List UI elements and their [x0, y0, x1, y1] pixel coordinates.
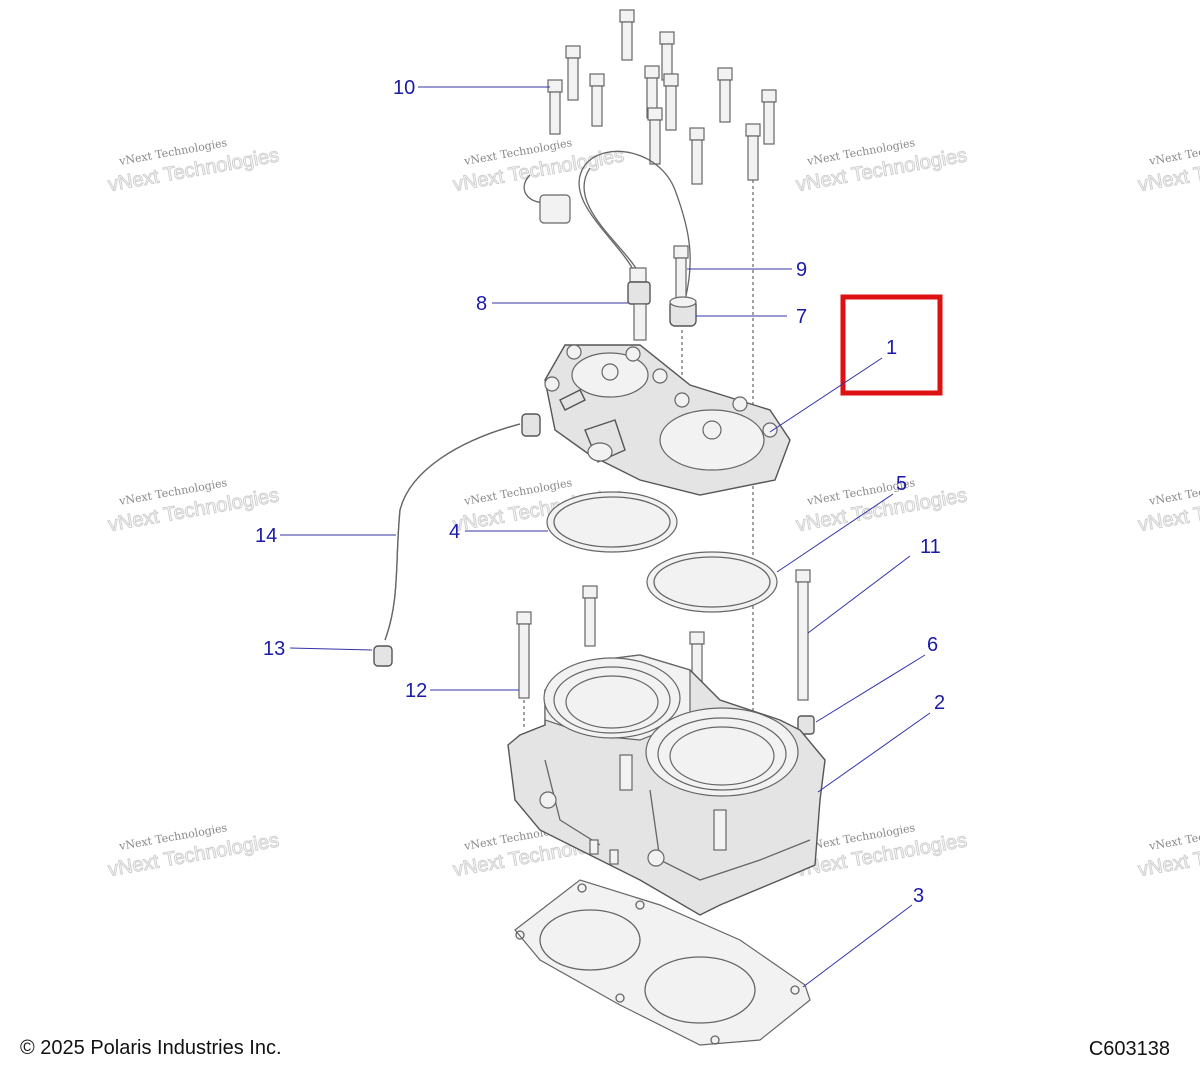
head-bolt [761, 89, 777, 145]
copyright-notice: © 2025 Polaris Industries Inc. [20, 1037, 282, 1059]
watermark: vNext Technologies vNext Technologies [451, 136, 626, 197]
base-gasket [514, 879, 811, 1046]
head-bolt [647, 107, 663, 165]
head-bolt [565, 45, 581, 101]
head-bolt [619, 9, 635, 61]
watermark: vNext Technologies vNext Technologies [794, 476, 969, 537]
coolant-hose [384, 423, 521, 641]
callout-6: 6 [927, 634, 938, 656]
cylinder-stud [795, 569, 811, 701]
spacer-sleeve [669, 296, 697, 327]
watermark: vNext Technologies vNext Technologies [1136, 476, 1200, 537]
head-bolt [663, 73, 679, 131]
cylinder-block [507, 654, 826, 916]
head-bolt [547, 79, 563, 135]
head-bolt [659, 31, 675, 81]
head-bolt [745, 123, 761, 181]
dowel-pin [797, 715, 815, 735]
cylinder-stud [582, 585, 598, 647]
callout-2: 2 [934, 692, 945, 714]
callout-1: 1 [886, 337, 897, 359]
watermark-text: vNext Technologies [1147, 821, 1200, 853]
callout-labels: 1 2 3 4 5 6 7 8 9 10 11 12 13 14 [255, 77, 945, 907]
callout-7: 7 [796, 306, 807, 328]
callout-10: 10 [393, 77, 415, 99]
stud-bolt [673, 245, 689, 299]
cylinder-stud [689, 631, 705, 695]
leader-lines [280, 86, 931, 988]
head-bolt [589, 73, 605, 127]
callout-8: 8 [476, 293, 487, 315]
diagram-code: C603138 [1088, 1038, 1170, 1060]
hose-clamp [373, 645, 393, 667]
watermark-text: vNext Technologies [1147, 476, 1200, 508]
o-ring [646, 551, 778, 613]
callout-3: 3 [913, 885, 924, 907]
callout-9: 9 [796, 259, 807, 281]
head-bolt [717, 67, 733, 123]
callout-11: 11 [920, 536, 941, 558]
callout-14: 14 [255, 525, 277, 547]
cylinder-stud [516, 611, 532, 699]
watermark: vNext Technologies vNext Technologies [106, 821, 281, 882]
watermark-text: vNext Technologies [1147, 136, 1200, 168]
callout-5: 5 [896, 473, 907, 495]
watermark: vNext Technologies vNext Technologies [1136, 136, 1200, 197]
watermark: vNext Technologies vNext Technologies [106, 136, 281, 197]
cylinder-head [544, 344, 791, 496]
highlight-box [840, 294, 943, 396]
head-bolts [547, 9, 777, 185]
head-gasket-ring [546, 491, 678, 553]
watermark: vNext Technologies vNext Technologies [794, 136, 969, 197]
hose-clamp [521, 413, 541, 437]
temperature-sensor [523, 150, 691, 341]
watermark: vNext Technologies vNext Technologies [1136, 821, 1200, 882]
callout-13: 13 [263, 638, 285, 660]
callout-12: 12 [405, 680, 427, 702]
callout-4: 4 [449, 521, 460, 543]
head-bolt [689, 127, 705, 185]
